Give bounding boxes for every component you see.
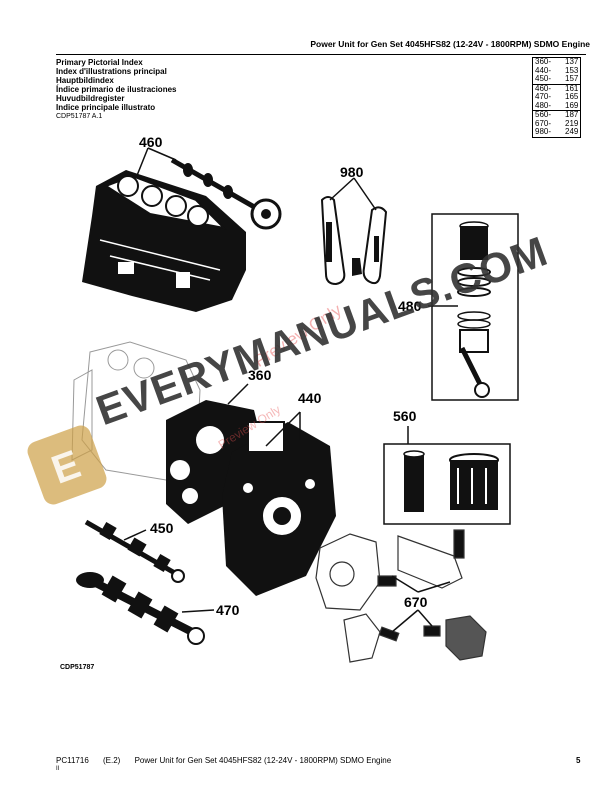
camshaft-drawing[interactable]	[170, 157, 282, 230]
callout-480[interactable]: 480	[398, 298, 422, 314]
accessory-parts-drawing[interactable]	[315, 529, 487, 663]
page-cell[interactable]: 249	[565, 127, 579, 136]
table-row: 980-249	[532, 127, 581, 137]
page-index-table: 360-137 440-153 450-157 460-161 470-165 …	[532, 57, 582, 138]
front-cover-drawing[interactable]	[222, 421, 336, 596]
page-title: Power Unit for Gen Set 4045HFS82 (12-24V…	[310, 39, 590, 49]
figure-id: CDP51787	[60, 664, 95, 671]
footer-title: Power Unit for Gen Set 4045HFS82 (12-24V…	[134, 756, 392, 765]
bracket-set-drawing[interactable]	[320, 196, 388, 286]
callout-670[interactable]: 670	[404, 594, 428, 610]
page-cell[interactable]: 169	[565, 100, 579, 110]
footer-edition: (E.2)	[103, 756, 121, 765]
index-title-fr: Index d'illustrations principal	[56, 67, 167, 76]
group-cell[interactable]: 980-	[532, 127, 563, 137]
page-cell[interactable]: 157	[565, 74, 579, 83]
group-cell[interactable]: 470-	[532, 92, 563, 102]
group-cell[interactable]: 460-	[532, 83, 563, 93]
table-row: 560-187	[532, 110, 581, 120]
footer-doc-number: PC11716	[56, 756, 89, 765]
group-cell[interactable]: 360-	[532, 57, 563, 67]
callout-470[interactable]: 470	[216, 602, 240, 618]
callout-980[interactable]: 980	[340, 164, 364, 180]
index-title-it: Indice principale illustrato	[56, 103, 156, 112]
page-cell[interactable]: 137	[563, 57, 581, 67]
cylinder-block-drawing[interactable]	[82, 170, 246, 312]
page-cell[interactable]: 219	[565, 118, 579, 128]
index-title-block: Primary Pictorial Index Index d'illustra…	[56, 58, 176, 112]
balancer-shaft-drawing[interactable]	[84, 519, 185, 583]
callout-450[interactable]: 450	[150, 520, 174, 536]
page-cell[interactable]: 161	[563, 83, 581, 93]
header-rule	[56, 54, 586, 55]
crankshaft-drawing[interactable]	[76, 572, 205, 645]
oil-filter-drawing[interactable]	[403, 450, 499, 512]
page-cell[interactable]: 165	[565, 92, 579, 101]
index-title-de: Hauptbildindex	[56, 76, 114, 85]
page-number: 5	[576, 756, 581, 765]
group-cell[interactable]: 480-	[532, 101, 563, 111]
callout-360[interactable]: 360	[248, 367, 272, 383]
index-title-es: Índice primario de ilustraciones	[56, 85, 177, 94]
callout-560[interactable]: 560	[393, 408, 417, 424]
callout-440[interactable]: 440	[298, 390, 322, 406]
piston-liner-drawing[interactable]	[457, 221, 491, 398]
table-row: 440-153	[532, 65, 581, 75]
table-row: 480-169	[532, 100, 581, 111]
table-row: 670-219	[532, 118, 581, 128]
group-cell[interactable]: 440-	[532, 66, 563, 75]
index-title-sv: Huvudbildregister	[56, 94, 125, 103]
figure-reference: CDP51787 A.1	[56, 113, 103, 120]
table-row: 360-137	[532, 57, 581, 67]
callout-460[interactable]: 460	[139, 134, 163, 150]
page-cell[interactable]: 187	[563, 110, 581, 120]
watermark-logo: E	[27, 425, 107, 505]
footer-subtext: II	[56, 766, 60, 772]
footer: PC11716 (E.2) Power Unit for Gen Set 404…	[56, 756, 391, 765]
group-cell[interactable]: 450-	[532, 74, 563, 84]
table-row: 450-157	[532, 74, 581, 84]
table-row: 460-161	[532, 83, 581, 93]
index-title-en: Primary Pictorial Index	[56, 58, 143, 67]
table-row: 470-165	[532, 92, 581, 102]
group-cell[interactable]: 560-	[532, 110, 563, 120]
page-cell[interactable]: 153	[565, 65, 579, 75]
group-cell[interactable]: 670-	[532, 119, 563, 128]
